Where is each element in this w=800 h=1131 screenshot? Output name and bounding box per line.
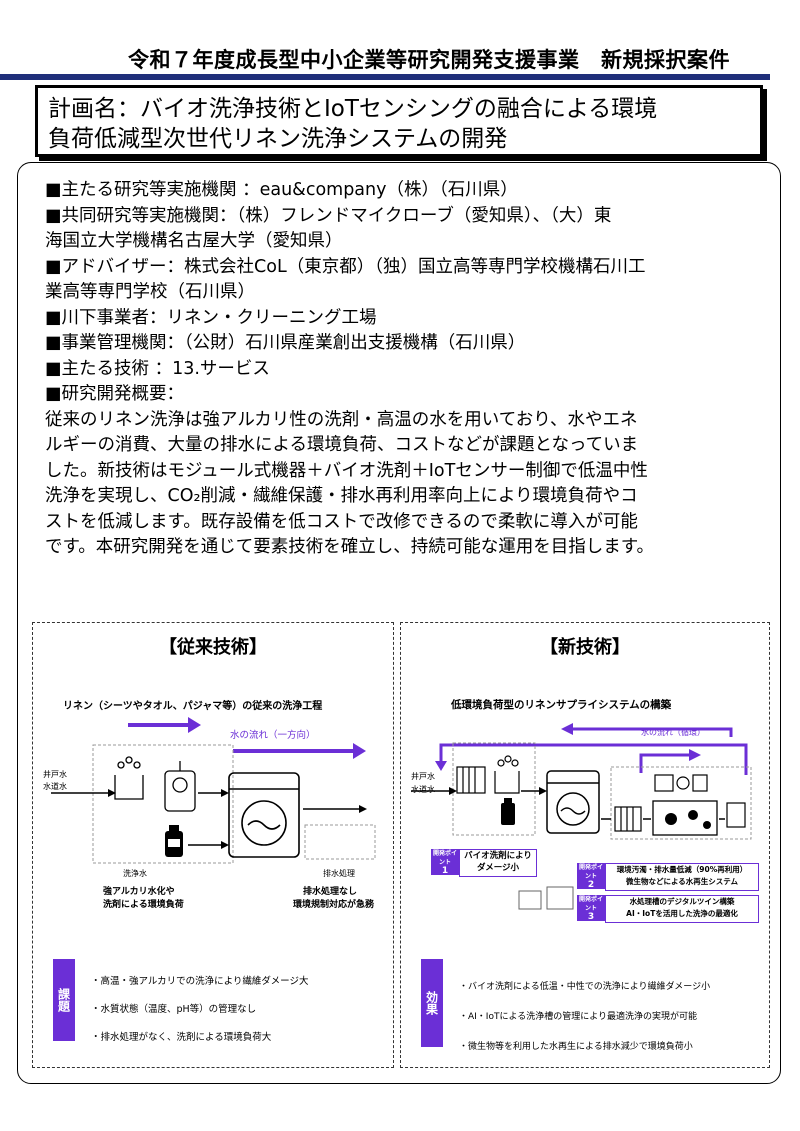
conventional-tech-panel: 【従来技術】 リネン（シーツやタオル、パジャマ等）の従来の洗浄工程 xyxy=(32,622,394,1068)
mixing-tank-icon xyxy=(114,756,144,800)
point1-badge: 開発ポイント 1 xyxy=(431,849,459,876)
purple-flow-arrow-icon xyxy=(128,717,201,733)
plan-title-box: 計画名：バイオ洗浄技術とIoTセンシングの融合による環境 負荷低減型次世代リネン… xyxy=(35,85,763,157)
point3-text-2: AI・IoTを活用した洗浄の最適化 xyxy=(626,909,738,918)
header: 令和７年度成長型中小企業等研究開発支援事業 新規採択案件 xyxy=(0,44,800,74)
caption-left-2: 洗剤による環境負荷 xyxy=(103,900,184,910)
wash-stage-box xyxy=(92,744,234,864)
info-line: ■共同研究等実施機関：（株）フレンドマイクローブ（愛知県）、（大）東 xyxy=(45,205,612,226)
info-line: ストを低減します。既存設備を低コストで改修できるので柔軟に導入が可能 xyxy=(45,511,638,532)
point-label: 開発ポイント xyxy=(578,896,603,912)
point1-note: バイオ洗剤により ダメージ小 xyxy=(459,849,537,877)
effect-tag: 効果 xyxy=(421,959,443,1047)
lab-equipment-icon xyxy=(654,774,708,792)
new-tech-title: 【新技術】 xyxy=(540,637,630,658)
info-line: 業高等専門学校（石川県） xyxy=(45,282,255,302)
microbe-tank-icon xyxy=(652,800,718,836)
issue-item: ・水質状態（温度、pH等）の管理なし xyxy=(91,1004,257,1015)
page-header-title: 令和７年度成長型中小企業等研究開発支援事業 新規採択案件 xyxy=(128,48,730,72)
main-content-box xyxy=(17,162,781,1084)
detergent-bottle-icon xyxy=(165,825,183,857)
info-line: ルギーの消費、大量の排水による環境負荷、コストなどが課題となっていま xyxy=(45,435,639,455)
project-info: ■主たる研究等実施機関 ：eau&company（株）（石川県） ■共同研究等実… xyxy=(45,178,760,561)
drain-label: 排水処理 xyxy=(323,869,355,878)
point1-number: 1 xyxy=(441,866,449,876)
point1-text-2: ダメージ小 xyxy=(476,863,520,873)
conventional-diagram-title: リネン（シーツやタオル、パジャマ等）の従来の洗浄工程 xyxy=(63,701,323,712)
conventional-tech-title: 【従来技術】 xyxy=(159,637,267,658)
water-heater-icon xyxy=(164,761,196,812)
info-line: した。新技術はモジュール式機器＋バイオ洗剤＋IoTセンサー制御で低温中性 xyxy=(45,460,648,481)
wash-water-label: 洗浄水 xyxy=(123,869,147,878)
point3-text-1: 水処理槽のデジタルツイン構築 xyxy=(629,897,735,906)
point2-badge: 開発ポイント 2 xyxy=(577,863,605,890)
conventional-process-diagram xyxy=(51,717,376,864)
info-line: ■主たる研究等実施機関 ：eau&company（株）（石川県） xyxy=(45,180,518,200)
new-diagram-title: 低環境負荷型のリネンサプライシステムの構築 xyxy=(451,699,672,711)
info-line: ■アドバイザー：株式会社CoL（東京都）（独）国立高等専門学校機構石川工 xyxy=(45,256,646,277)
tap-water-label: 水道水 xyxy=(43,782,67,791)
point-label: 開発ポイント xyxy=(432,850,457,866)
header-rule xyxy=(0,74,770,80)
caption-right-2: 環境規制対応が急務 xyxy=(293,900,375,910)
info-line: ■川下事業者：リネン・クリーニング工場 xyxy=(45,307,377,328)
filter-module-icon xyxy=(456,766,486,794)
conventional-flow-label: 水の流れ（一方向） xyxy=(230,730,316,741)
point2-text-1: 環境汚濁・排水量低減（90%再利用） xyxy=(616,865,748,874)
issue-tag: 課題 xyxy=(53,959,75,1041)
washing-machine-icon xyxy=(228,772,300,858)
new-tech-panel: 【新技術】 低環境負荷型のリネンサプライシステムの構築 水の流れ（循環） xyxy=(400,622,770,1068)
bio-detergent-bottle-icon xyxy=(501,798,515,825)
purple-flow-arrow-icon xyxy=(233,743,366,759)
digital-twin-icon xyxy=(518,886,574,910)
new-flow-label: 水の流れ（循環） xyxy=(641,728,705,737)
point2-note: 環境汚濁・排水量低減（90%再利用） 微生物などによる水再生システム xyxy=(605,863,759,891)
info-line: 従来のリネン洗浄は強アルカリ性の洗剤・高温の水を用いており、水やエネ xyxy=(45,409,638,430)
plan-title-line-2: 負荷低減型次世代リネン洗浄システムの開発 xyxy=(48,126,508,152)
info-line: ■研究開発概要： xyxy=(45,384,185,404)
washing-machine-icon xyxy=(546,770,600,834)
point2-text-2: 微生物などによる水再生システム xyxy=(625,877,739,886)
tap-water-label: 水道水 xyxy=(411,785,435,794)
info-line: ■主たる技術 ：13.サービス xyxy=(45,358,270,379)
effect-item: ・微生物等を利用した水再生による排水減少で環境負荷小 xyxy=(459,1042,693,1052)
point3-number: 3 xyxy=(587,912,595,922)
new-process-diagram xyxy=(411,723,752,910)
well-water-label: 井戸水 xyxy=(411,772,435,781)
effect-item: ・バイオ洗剤による低温・中性での洗浄により繊維ダメージ小 xyxy=(459,982,711,992)
water-treatment-module-icon xyxy=(614,806,642,832)
mixing-tank-icon xyxy=(494,755,520,794)
info-line: 海国立大学機構名古屋大学（愛知県） xyxy=(45,231,343,251)
point-label: 開発ポイント xyxy=(578,864,603,880)
point2-number: 2 xyxy=(587,880,595,890)
issue-item: ・高温・強アルカリでの洗浄により繊維ダメージ大 xyxy=(91,976,309,987)
info-line: です。本研究開発を通じて要素技術を確立し、持続可能な運用を目指します。 xyxy=(45,537,654,557)
drain-stage-box xyxy=(304,824,376,860)
issue-item: ・排水処理がなく、洗剤による環境負荷大 xyxy=(91,1032,272,1043)
well-water-label: 井戸水 xyxy=(43,770,67,779)
point1-text-1: バイオ洗剤により xyxy=(464,851,532,861)
effect-item: ・AI・IoTによる洗浄槽の管理により最適洗浄の実現が可能 xyxy=(459,1012,698,1022)
info-line: ■事業管理機関：（公財）石川県産業創出支援機構（石川県） xyxy=(45,333,526,353)
point3-note: 水処理槽のデジタルツイン構築 AI・IoTを活用した洗浄の最適化 xyxy=(605,895,759,923)
circulation-flow-icon xyxy=(439,727,748,775)
info-line: 洗浄を実現し、CO₂削減・繊維保護・排水再利用率向上により環境負荷やコ xyxy=(45,486,638,506)
caption-right-1: 排水処理なし xyxy=(303,887,358,897)
storage-tank-icon xyxy=(726,802,746,828)
caption-left-1: 強アルカリ水化や xyxy=(103,887,175,897)
point3-badge: 開発ポイント 3 xyxy=(577,895,605,922)
plan-title-line-1: 計画名：バイオ洗浄技術とIoTセンシングの融合による環境 xyxy=(48,96,658,122)
